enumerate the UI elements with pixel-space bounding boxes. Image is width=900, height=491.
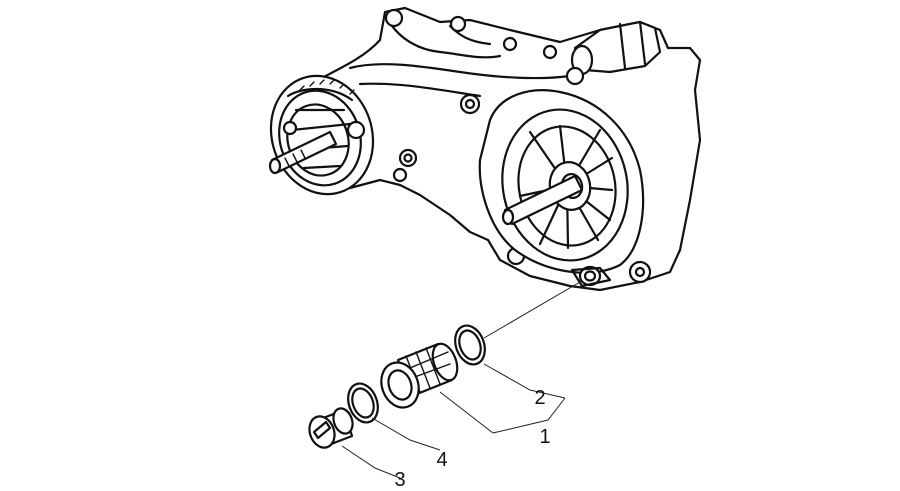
drain-plug-3 [308, 407, 354, 449]
filter-screen-1 [380, 342, 459, 409]
fan-cover-assembly [478, 89, 645, 274]
callout-2: 2 [534, 387, 546, 409]
leader-lines [341, 281, 581, 479]
o-ring-2 [454, 324, 486, 366]
callout-3: 3 [394, 469, 406, 491]
callout-4: 4 [436, 449, 448, 471]
drain-bore [570, 265, 612, 288]
callout-1: 1 [539, 426, 551, 448]
clutch-drum-assembly [268, 74, 375, 196]
o-ring-4 [347, 382, 379, 424]
